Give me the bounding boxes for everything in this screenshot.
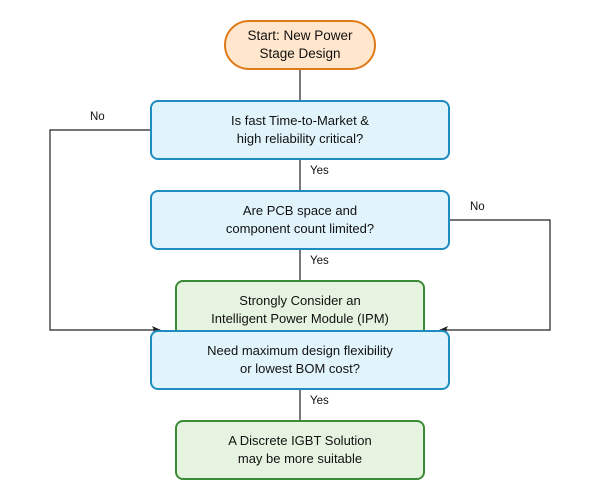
edge-label-q1-no: No <box>90 110 105 124</box>
start-node-line1: Start: New Power <box>247 28 353 43</box>
result-ipm-line2: Intelligent Power Module (IPM) <box>211 311 389 326</box>
decision-design-flexibility-line2: or lowest BOM cost? <box>240 361 360 376</box>
decision-pcb-space: Are PCB space and component count limite… <box>150 190 450 250</box>
decision-time-to-market-line2: high reliability critical? <box>236 131 364 146</box>
edge-label-q2-no: No <box>470 200 485 214</box>
decision-pcb-space-line1: Are PCB space and <box>242 203 358 218</box>
start-node-line2: Stage Design <box>259 46 341 61</box>
edge-q2-no-to-ipm <box>439 219 551 334</box>
edge-label-q1-yes: Yes <box>310 164 329 178</box>
start-node: Start: New Power Stage Design <box>224 20 376 70</box>
result-discrete-igbt-line1: A Discrete IGBT Solution <box>228 433 372 448</box>
result-ipm-line1: Strongly Consider an <box>239 293 361 308</box>
edge-label-q3-yes: Yes <box>310 394 329 408</box>
decision-design-flexibility-line1: Need maximum design flexibility <box>207 343 393 358</box>
result-discrete-igbt: A Discrete IGBT Solution may be more sui… <box>175 420 425 480</box>
decision-time-to-market-line1: Is fast Time-to-Market & <box>231 113 369 128</box>
result-discrete-igbt-line2: may be more suitable <box>237 451 363 466</box>
edge-q1-no-to-ipm <box>49 129 161 334</box>
decision-pcb-space-line2: component count limited? <box>225 221 375 236</box>
decision-design-flexibility: Need maximum design flexibility or lowes… <box>150 330 450 390</box>
decision-time-to-market: Is fast Time-to-Market & high reliabilit… <box>150 100 450 160</box>
edge-label-q2-yes: Yes <box>310 254 329 268</box>
